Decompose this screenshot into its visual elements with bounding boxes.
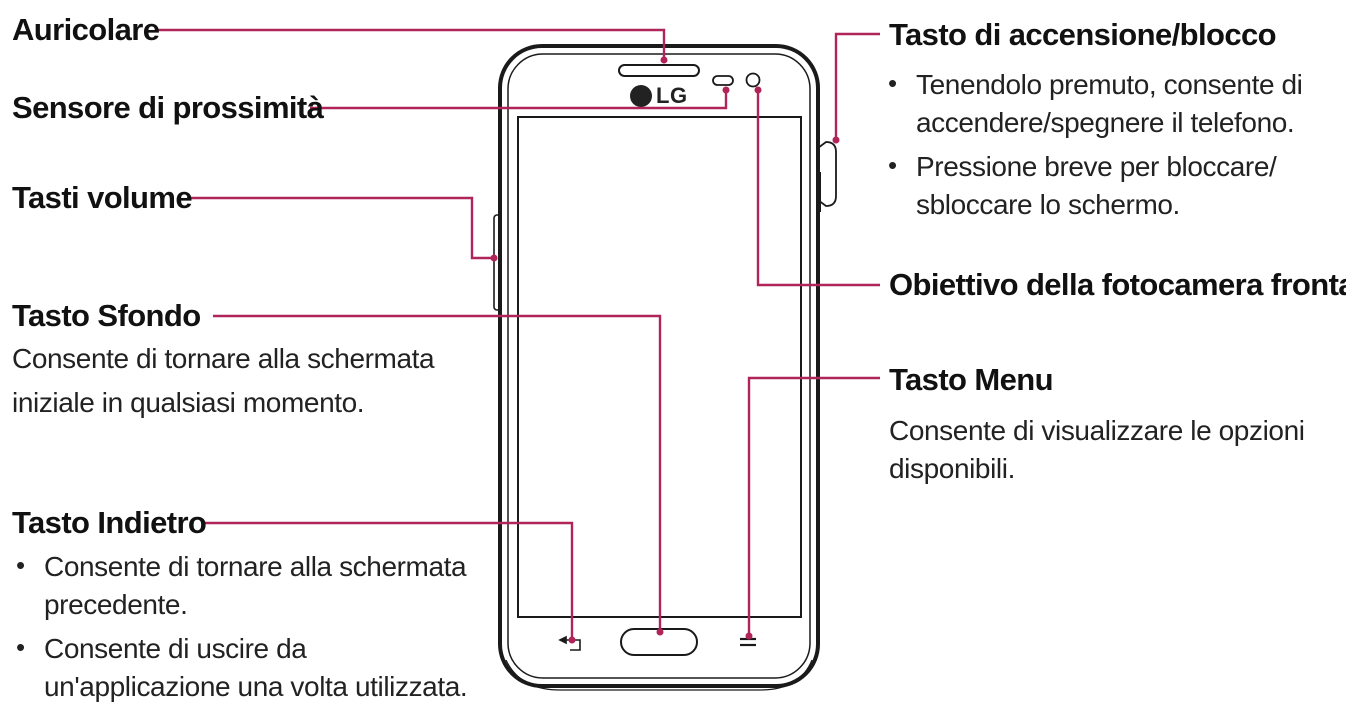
back-key-bullet: Consente di uscire da un'applicazione un… [12,628,468,706]
lg-logo: LG [630,83,688,109]
back-leader [202,521,574,640]
menu-key-desc-line-2: disponibili. [889,453,1015,484]
back-key-bullets: Consente di tornare alla schermata prece… [12,546,468,706]
lg-logo-icon [630,85,652,107]
back-key-bullet-line: un'applicazione una volta utilizzata. [44,671,468,702]
proximity-leader [310,90,728,110]
front-camera-label: Obiettivo della fotocamera frontale [889,267,1346,302]
camera-leader [756,90,880,287]
side-notch [816,172,821,212]
menu-key-desc-line-1: Consente di visualizzare le opzioni [889,415,1305,446]
earpiece-leader [157,28,666,60]
earpiece-slot [618,64,700,77]
back-key-bullet: Consente di tornare alla schermata prece… [12,546,467,624]
phone-outline [498,44,820,691]
home-key-label: Tasto Sfondo [12,298,201,333]
menu-key-label: Tasto Menu [889,362,1054,397]
power-key [817,141,837,207]
leader-endpoints [490,56,840,644]
power-leader [834,32,880,140]
leader-lines [157,28,880,640]
power-lock-key-bullets: Tenendolo premuto, consente di accendere… [884,64,1303,224]
lg-logo-text: LG [656,83,688,108]
menu-key-icon [740,637,756,647]
power-key-bullet-line: Pressione breve per bloccare/ [916,151,1277,182]
volume-keys-label: Tasti volume [12,180,193,215]
home-key-desc-line-2: iniziale in qualsiasi momento. [12,387,365,418]
power-key-bullet-line: Tenendolo premuto, consente di [916,69,1303,100]
volume-keys [493,214,502,311]
proximity-sensor-label: Sensore di prossimità [12,90,324,125]
power-key-bullet: Tenendolo premuto, consente di accendere… [884,64,1303,142]
power-key-bullet-line: sbloccare lo schermo. [916,189,1180,220]
proximity-sensor [712,75,734,86]
back-key-bullet-line: Consente di uscire da [44,633,307,664]
power-key-bullet: Pressione breve per bloccare/ sbloccare … [884,146,1303,224]
menu-leader [747,376,880,636]
earpiece-label: Auricolare [12,12,160,47]
home-key-desc-line-1: Consente di tornare alla schermata [12,343,435,374]
home-leader [213,314,662,632]
power-lock-key-label: Tasto di accensione/blocco [889,17,1277,52]
back-key-bullet-line: precedente. [44,589,188,620]
power-key-bullet-line: accendere/spegnere il telefono. [916,107,1295,138]
back-key-label: Tasto Indietro [12,505,207,540]
back-key-bullet-line: Consente di tornare alla schermata [44,551,467,582]
front-camera-lens [745,72,761,88]
volume-leader [187,196,494,260]
